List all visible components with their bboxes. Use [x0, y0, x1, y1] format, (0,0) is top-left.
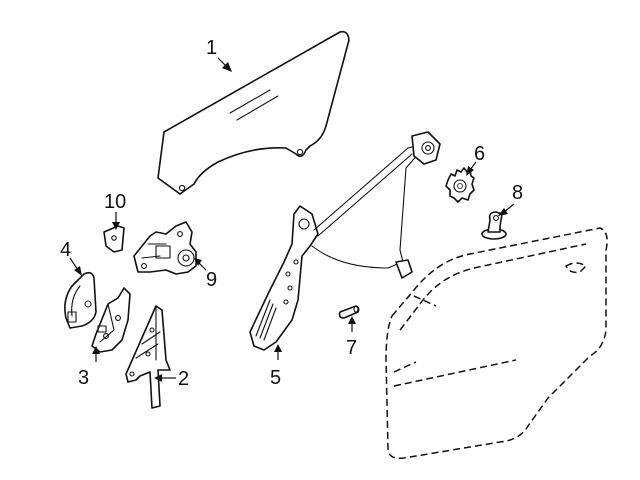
part-5-window-regulator — [249, 131, 441, 351]
callout-1: 1 — [206, 37, 217, 59]
part-8-bumper — [481, 211, 507, 240]
part-10-clip — [103, 225, 125, 253]
part-6-gear — [445, 167, 475, 203]
part-4-trim-cover — [64, 271, 97, 329]
leader-lines — [69, 57, 515, 382]
callout-9: 9 — [206, 269, 217, 291]
part-3-bracket — [91, 287, 131, 353]
part-1-door-glass — [157, 30, 350, 195]
callout-6: 6 — [474, 143, 485, 165]
callout-5: 5 — [270, 367, 281, 389]
part-7-pin — [338, 305, 360, 319]
callout-4: 4 — [60, 239, 71, 261]
callout-3: 3 — [78, 367, 89, 389]
part-2-guide-rail — [125, 305, 171, 409]
callout-10: 10 — [104, 191, 126, 213]
callout-7: 7 — [346, 337, 357, 359]
callout-2: 2 — [178, 368, 189, 390]
door-outline — [385, 227, 608, 460]
part-9-window-motor — [133, 221, 197, 275]
callout-8: 8 — [512, 182, 523, 204]
